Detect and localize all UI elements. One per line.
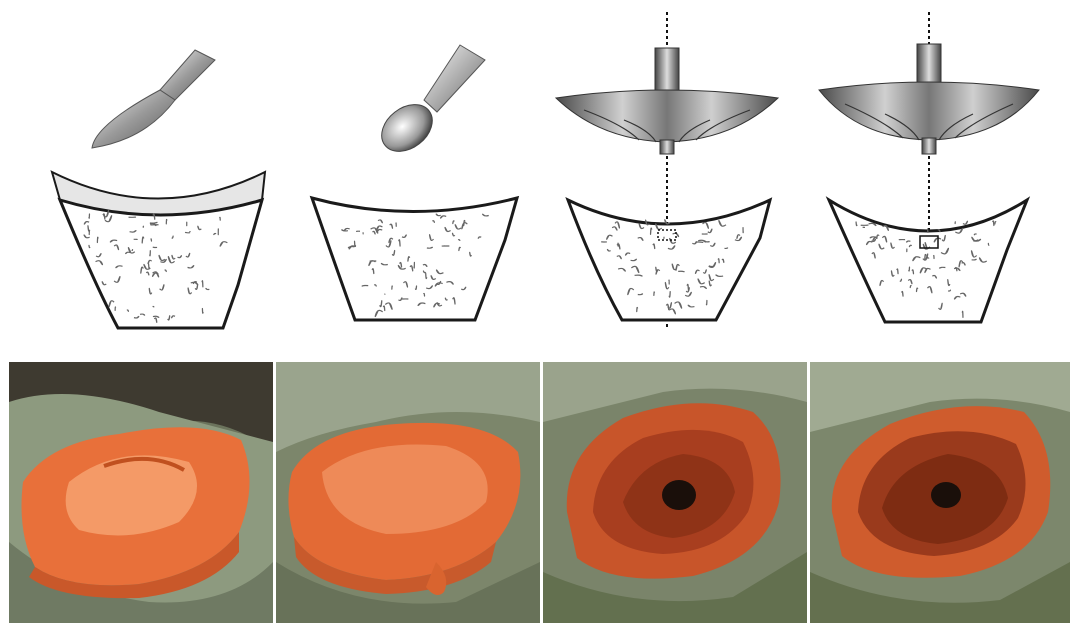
trabecula <box>665 220 670 224</box>
diagram-step-4 <box>801 0 1068 340</box>
trabecula <box>963 221 968 224</box>
hemispherical-reamer-icon <box>819 44 1039 154</box>
bone-section <box>312 198 517 320</box>
photo-step-3 <box>543 362 807 623</box>
cartilage-specimen <box>22 427 250 598</box>
trabecula <box>972 259 977 260</box>
bone-section <box>568 200 770 320</box>
trabecula <box>706 300 707 304</box>
trabecula <box>150 251 151 256</box>
trabecula <box>988 243 989 245</box>
trabecula <box>458 240 460 241</box>
trabecula <box>97 237 98 242</box>
trabecula <box>220 217 221 220</box>
trabecula <box>392 286 393 289</box>
photo-step-2 <box>276 362 540 623</box>
diagram-step-1 <box>0 0 267 340</box>
trabecula <box>151 239 152 241</box>
pilot-hole <box>662 480 696 510</box>
hemispherical-reamer-icon <box>556 48 778 154</box>
trabecula <box>202 309 203 314</box>
trabecula <box>962 311 963 317</box>
scalpel-icon <box>92 50 215 148</box>
trabecula <box>654 292 655 295</box>
trabecula <box>166 219 167 223</box>
photo-step-4 <box>810 362 1070 623</box>
trabecula <box>89 214 90 218</box>
photo-step-1 <box>9 362 273 623</box>
curette-icon <box>373 45 485 161</box>
diagram-step-3 <box>534 0 801 340</box>
pilot-hole <box>931 482 961 508</box>
diagram-step-2 <box>267 0 534 340</box>
bone-section <box>52 172 265 328</box>
trabecula <box>150 222 157 223</box>
trabecula <box>362 285 368 286</box>
